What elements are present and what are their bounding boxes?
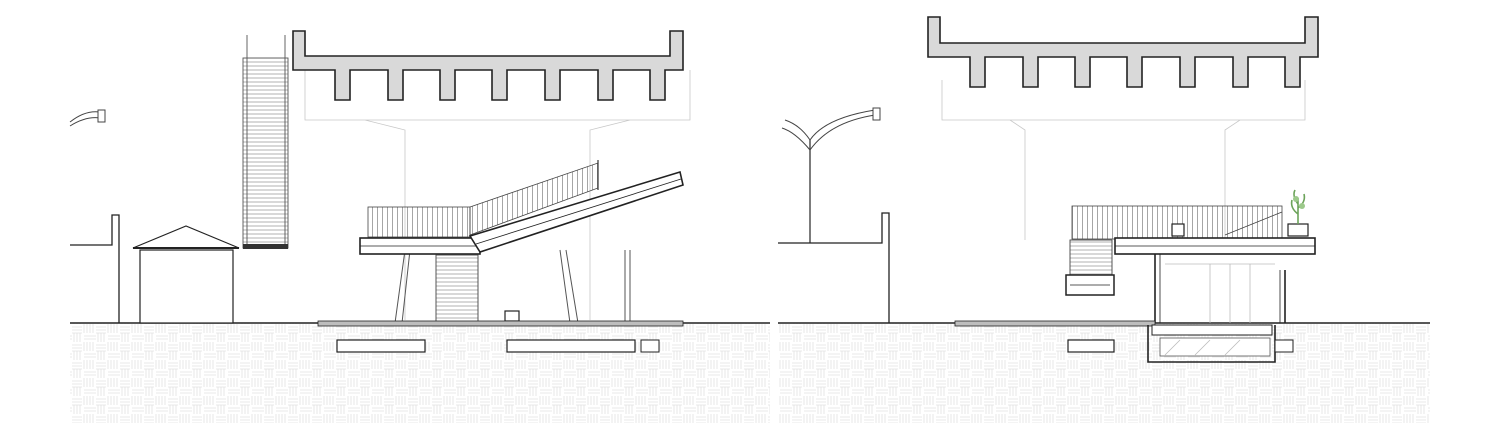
right-highway-deck — [927, 16, 1319, 88]
right-paving — [954, 320, 1156, 327]
right-walkway-platform — [1071, 205, 1316, 255]
left-boundary-wall — [70, 214, 120, 323]
left-lamp-head — [97, 109, 106, 123]
right-section — [778, 16, 1430, 423]
right-ground-soil — [778, 323, 1430, 423]
left-bench-icon — [504, 310, 520, 322]
left-ground-soil — [70, 323, 770, 423]
left-section — [69, 30, 770, 423]
right-boundary-wall — [778, 212, 890, 323]
left-platform — [359, 206, 481, 255]
right-stair-box — [1065, 239, 1115, 296]
left-underground-slab-2 — [506, 339, 636, 353]
left-ramp-walkway — [468, 160, 684, 253]
left-escalator — [242, 35, 289, 249]
right-drain-box — [1274, 339, 1294, 353]
left-highway-deck — [292, 30, 684, 101]
left-background-structure — [304, 70, 691, 320]
left-guard-house — [132, 225, 240, 324]
right-underground-slab — [1067, 339, 1115, 353]
left-underground-slab-1 — [336, 339, 426, 353]
right-background-structure — [941, 80, 1306, 240]
right-lamp-post-icon — [781, 107, 881, 243]
left-stair — [435, 254, 479, 324]
left-columns — [394, 249, 631, 324]
left-lamp-post-icon — [69, 111, 101, 127]
right-planter-icon — [1287, 189, 1309, 237]
right-enclosed-room — [1154, 254, 1286, 323]
left-paving — [317, 320, 684, 327]
left-drain-box — [640, 339, 660, 353]
